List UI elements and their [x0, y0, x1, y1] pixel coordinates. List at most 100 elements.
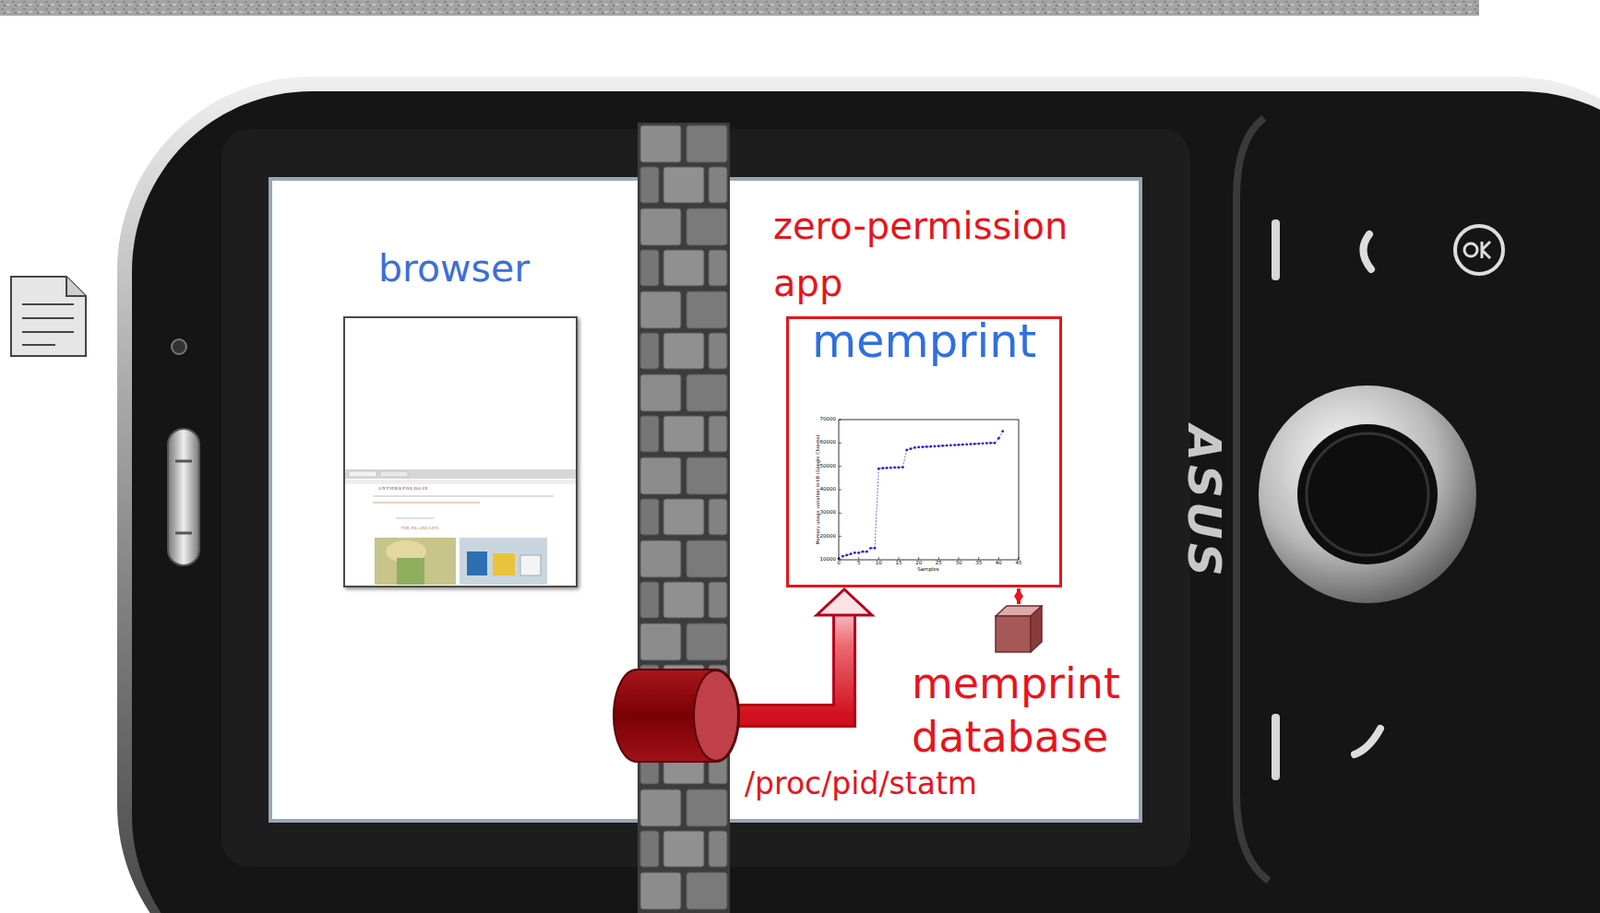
chart-dot	[949, 443, 953, 447]
chart-dot	[985, 441, 989, 445]
axis-tick: 45	[1015, 561, 1023, 567]
chart-dot	[997, 437, 1001, 441]
tick-mark	[838, 465, 842, 467]
chart-dot	[921, 445, 925, 449]
tick-mark	[838, 419, 842, 421]
tick-mark	[938, 557, 940, 561]
chart-dot	[893, 466, 896, 470]
chart-dot	[957, 443, 961, 447]
chart-dot	[869, 547, 872, 550]
cube-side	[1030, 606, 1042, 653]
database-cube: memprint database	[994, 605, 1043, 654]
chart-dot	[941, 444, 944, 448]
cylinder-shape	[612, 668, 741, 764]
axis-tick: 10	[875, 561, 883, 567]
cylinder-face	[693, 670, 739, 762]
tick-mark	[838, 557, 840, 561]
cylinder-body	[613, 669, 740, 763]
axis-tick: 30	[955, 561, 963, 567]
chart-dot	[961, 443, 965, 447]
axis-tick: 35	[975, 561, 982, 567]
chart-dot	[901, 465, 905, 469]
database-label: memprint database	[911, 656, 1143, 765]
axis-tick: 5	[857, 561, 861, 567]
tick-mark	[838, 489, 842, 491]
app-heading: zero-permission app	[773, 197, 1106, 312]
arrow-line	[1016, 588, 1021, 605]
chart-dot	[993, 441, 997, 445]
tick-mark	[998, 557, 1000, 561]
chart-dot	[857, 551, 860, 555]
axis-tick: 60000	[820, 441, 837, 447]
chart-dot	[933, 444, 937, 448]
chart-dot	[865, 550, 869, 554]
chart-dot	[837, 557, 841, 561]
axis-tick: 30000	[820, 511, 837, 517]
chart-dot	[841, 555, 845, 559]
axis-title: Samples	[917, 567, 940, 574]
chart-line	[838, 431, 1003, 560]
axis-tick: 15	[895, 561, 903, 567]
chart-dot	[937, 444, 941, 448]
tick-mark	[978, 557, 980, 561]
chart-dot	[861, 550, 865, 554]
tick-mark	[858, 557, 860, 561]
chart-dot	[853, 551, 857, 555]
chart-dot	[929, 445, 932, 449]
chart-dot	[897, 466, 901, 470]
tick-mark	[838, 536, 842, 538]
app-name: memprint	[788, 315, 1060, 369]
cube-shape	[994, 605, 1043, 654]
chart-dot	[969, 442, 973, 446]
axis-tick: 25	[935, 561, 943, 567]
axis-title: Memory usage variation in kB (Google Chr…	[815, 434, 821, 545]
arrow-shaft	[738, 615, 845, 717]
chart-dot	[905, 449, 908, 453]
proc-file-cylinder: /proc/pid/statm	[612, 668, 741, 764]
brand-logo: ASUS	[1181, 425, 1228, 580]
chart-dot	[945, 444, 949, 448]
tick-mark	[958, 557, 960, 561]
browser-window: browser	[343, 316, 578, 588]
chart-dot	[849, 552, 853, 556]
app-box: zero-permission appmemprint	[786, 316, 1063, 588]
chart-dot	[873, 547, 877, 550]
chart-dot	[953, 443, 956, 447]
window-heading: browser	[378, 246, 530, 292]
chart-dot	[889, 466, 893, 470]
axis-tick: 0	[836, 561, 841, 567]
tick-mark	[898, 557, 900, 561]
arrow-head	[816, 589, 872, 616]
chart-dot	[977, 442, 980, 446]
chart-dot	[885, 466, 889, 470]
axis-tick: 40000	[820, 487, 837, 493]
chart-dot	[877, 467, 881, 471]
axis-tick: 10000	[820, 557, 837, 563]
chart-dot	[965, 442, 968, 446]
cube-front	[995, 616, 1031, 653]
chart-dot	[913, 446, 917, 450]
arrow-outline	[738, 615, 845, 717]
chart-dot	[981, 441, 985, 445]
chart-dot	[973, 442, 977, 446]
chart-dot	[845, 554, 848, 558]
chart-dot	[989, 441, 992, 445]
chart-dot	[917, 445, 920, 449]
chart-dot	[1001, 429, 1004, 433]
data-flow-arrow	[738, 589, 872, 717]
chart-dot	[925, 445, 929, 449]
axis-tick: 40	[995, 561, 1003, 567]
tick-mark	[838, 513, 842, 514]
screenshot-text: ANTHROPOLOGIE	[377, 486, 429, 491]
axis-tick: 70000	[820, 417, 837, 423]
axis-tick: 20000	[820, 534, 837, 540]
chart-dot	[909, 447, 913, 451]
chart-dot	[881, 466, 884, 470]
tick-mark	[878, 557, 880, 561]
tick-mark	[838, 442, 842, 444]
screenshot-text: THE ISLAND LIFE	[400, 525, 439, 531]
double-arrow	[1018, 588, 1020, 605]
file-path-label: /proc/pid/statm	[744, 766, 978, 802]
axis-tick: 50000	[820, 464, 837, 470]
axis-tick: 20	[915, 561, 922, 567]
